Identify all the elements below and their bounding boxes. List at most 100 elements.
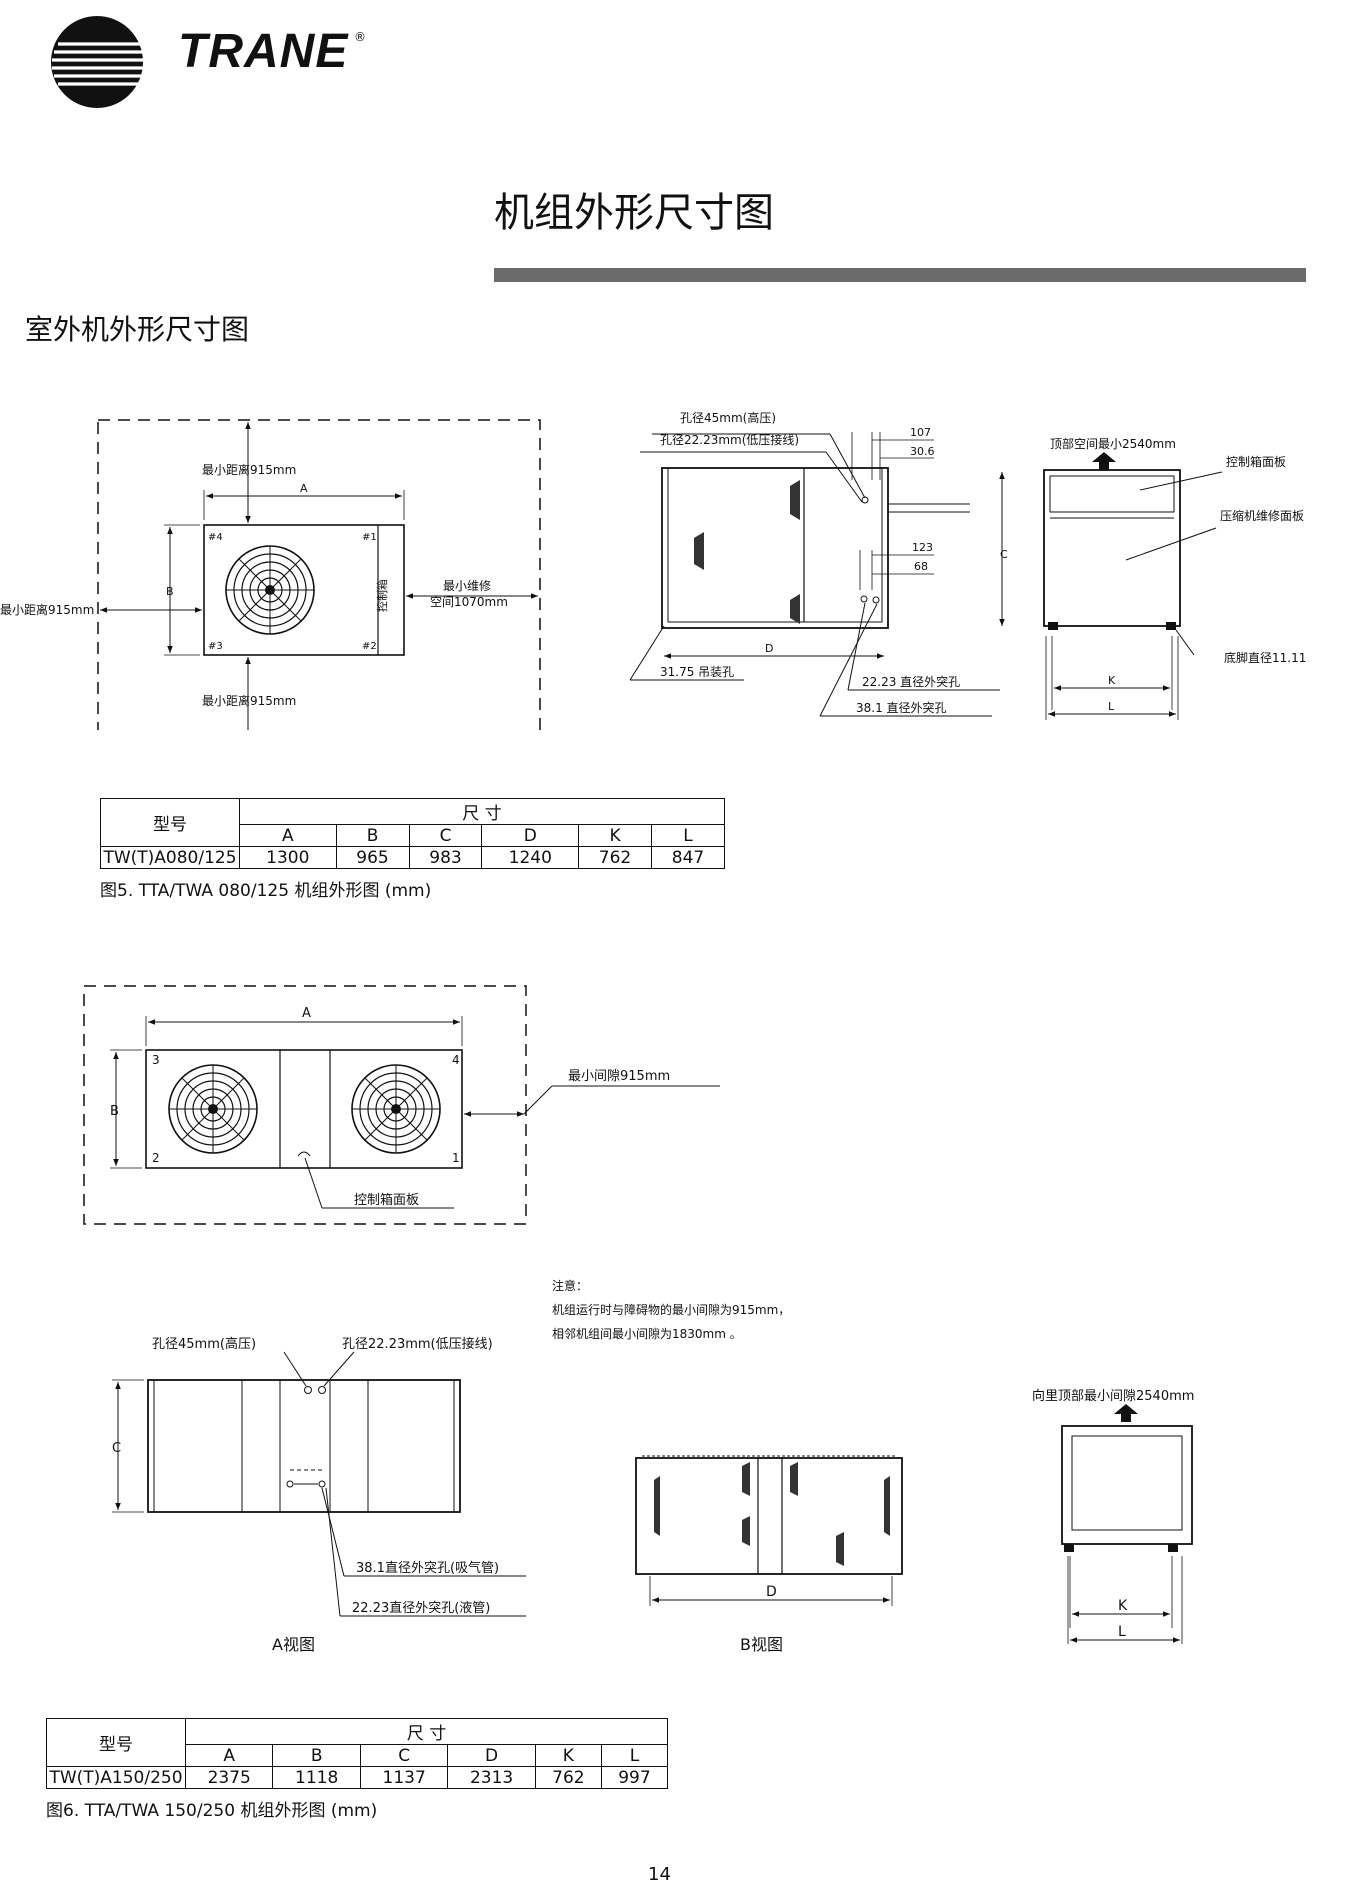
fig6-view-b-label: B视图 xyxy=(740,1635,783,1654)
fig5-caption: 图5. TTA/TWA 080/125 机组外形图 (mm) xyxy=(100,881,432,901)
fig6-dim-l: L xyxy=(1118,1624,1126,1640)
fig6-dims-header: 尺 寸 xyxy=(185,1718,668,1745)
fig5-side-view: C D 孔径45mm(高压) 孔径22.23mm(低压接线) 107 30.6 … xyxy=(629,410,1008,717)
fig6-top-clearance: 向里顶部最小间隙2540mm xyxy=(1032,1388,1194,1404)
fig6-col-c: C xyxy=(359,1744,449,1767)
fig5-model-header: 型号 xyxy=(100,798,240,847)
trane-logo-icon xyxy=(51,16,144,108)
table-cell: 762 xyxy=(534,1766,602,1789)
fig6-end-view: 向里顶部最小间隙2540mm K L xyxy=(1032,1388,1194,1644)
figure6-drawings: A B 3 4 2 1 最小间隙915mm 控制箱面板 注意： 机组运行时与障碍… xyxy=(83,985,1194,1654)
figure5-drawings: 最小距离915mm A B #4 #1 #3 #2 控制箱 最小维修 空间107… xyxy=(0,410,1306,730)
fig6-dim-k: K xyxy=(1118,1598,1128,1614)
fig5-dim-a: A xyxy=(300,482,308,495)
table-cell: 1300 xyxy=(239,846,337,869)
fig6-flange-381: 38.1直径外突孔(吸气管) xyxy=(356,1560,499,1576)
fig5-col-b: B xyxy=(335,824,410,847)
fig5-min-service-1: 最小维修 xyxy=(443,578,491,593)
fig6-col-a: A xyxy=(184,1744,274,1767)
table-cell: 847 xyxy=(651,846,725,869)
fig5-end-view: 顶部空间最小2540mm 控制箱面板 压缩机维修面板 底脚直径11.11 K L xyxy=(1043,436,1306,720)
fig5-min-dist-left: 最小距离915mm xyxy=(0,602,94,617)
fig6-corner-1: 1 xyxy=(452,1151,460,1165)
fig5-corner-1: #1 xyxy=(362,532,377,543)
fig5-control-panel: 控制箱面板 xyxy=(1226,454,1286,469)
fig5-corner-2: #2 xyxy=(362,641,377,652)
fig6-corner-4: 4 xyxy=(452,1053,460,1067)
table-cell: 2313 xyxy=(447,1766,536,1789)
fig6-control-panel: 控制箱面板 xyxy=(354,1192,419,1208)
fig5-col-a: A xyxy=(239,824,337,847)
fig6-model-header: 型号 xyxy=(46,1718,186,1767)
fig6-flange-2223: 22.23直径外突孔(液管) xyxy=(352,1600,490,1616)
fig5-min-service-2: 空间1070mm xyxy=(430,595,508,609)
fig5-dim-107: 107 xyxy=(910,426,931,439)
fig6-note: 注意： 机组运行时与障碍物的最小间隙为915mm， 相邻机组间最小间隙为1830… xyxy=(552,1278,790,1341)
fig6-spec-table: 型号 尺 寸 A B C D K L TW(T)A150/250 2375 11… xyxy=(46,1718,669,1789)
fig6-top-view: A B 3 4 2 1 最小间隙915mm 控制箱面板 xyxy=(83,985,720,1225)
table-cell: 2375 xyxy=(184,1766,274,1789)
fig6-view-a: 孔径45mm(高压) 孔径22.23mm(低压接线) C 38.1直径外突孔(吸… xyxy=(112,1336,526,1654)
fig5-dims-header: 尺 寸 xyxy=(239,798,725,825)
fig5-model-name: TW(T)A080/125 xyxy=(100,846,240,869)
fig5-lift-hole: 31.75 吊装孔 xyxy=(660,665,734,679)
title-rule xyxy=(494,268,1306,282)
fig5-dim-c: C xyxy=(1000,548,1008,561)
fig5-col-l: L xyxy=(651,824,725,847)
fig5-corner-4: #4 xyxy=(208,532,223,543)
fig5-col-d: D xyxy=(481,824,580,847)
fig6-col-l: L xyxy=(600,1744,669,1767)
fig5-hole-45: 孔径45mm(高压) xyxy=(680,410,776,425)
table-cell: 997 xyxy=(600,1766,669,1789)
table-cell: 1118 xyxy=(272,1766,361,1789)
fig5-compressor-panel: 压缩机维修面板 xyxy=(1220,508,1304,523)
fig6-col-k: K xyxy=(534,1744,602,1767)
fig5-col-c: C xyxy=(408,824,483,847)
fig5-top-clearance: 顶部空间最小2540mm xyxy=(1050,436,1176,451)
fig5-spec-table: 型号 尺 寸 A B C D K L TW(T)A080/125 1300 96… xyxy=(100,798,725,869)
fig5-foot-dia: 底脚直径11.11 xyxy=(1224,650,1306,665)
fig6-dim-c: C xyxy=(112,1441,121,1456)
fig6-col-b: B xyxy=(272,1744,361,1767)
fig6-model-name: TW(T)A150/250 xyxy=(46,1766,186,1789)
fig6-col-d: D xyxy=(447,1744,536,1767)
fig6-caption: 图6. TTA/TWA 150/250 机组外形图 (mm) xyxy=(46,1801,378,1821)
fig5-control-box: 控制箱 xyxy=(375,579,389,612)
fig5-dim-k: K xyxy=(1108,674,1116,687)
fig5-dim-d: D xyxy=(765,642,773,655)
registered-mark: ® xyxy=(354,30,366,44)
table-cell: 1240 xyxy=(481,846,580,869)
fig6-hole-45: 孔径45mm(高压) xyxy=(152,1336,256,1352)
fig5-dim-b: B xyxy=(166,585,174,598)
fig6-view-b: D B视图 xyxy=(635,1455,903,1654)
fig5-top-view: 最小距离915mm A B #4 #1 #3 #2 控制箱 最小维修 空间107… xyxy=(0,419,541,730)
fig6-dim-a: A xyxy=(302,1006,311,1021)
fig6-corner-2: 2 xyxy=(152,1151,160,1165)
fig5-dim-68: 68 xyxy=(914,560,928,573)
table-cell: 1137 xyxy=(359,1766,449,1789)
fig6-hole-2223: 孔径22.23mm(低压接线) xyxy=(342,1336,493,1352)
fig5-min-dist-bottom: 最小距离915mm xyxy=(202,693,296,708)
fig5-min-dist-top: 最小距离915mm xyxy=(202,462,296,477)
page-title: 机组外形尺寸图 xyxy=(494,190,774,236)
fig5-dim-l: L xyxy=(1108,700,1115,713)
fig6-dim-d: D xyxy=(766,1584,777,1600)
fig5-hole-2223: 孔径22.23mm(低压接线) xyxy=(660,432,799,447)
fig6-min-gap: 最小间隙915mm xyxy=(568,1069,670,1084)
fig5-flange-381: 38.1 直径外突孔 xyxy=(856,700,947,715)
table-cell: 762 xyxy=(578,846,652,869)
fig6-note-line1: 机组运行时与障碍物的最小间隙为915mm， xyxy=(552,1302,790,1317)
fig5-dim-306: 30.6 xyxy=(910,445,935,458)
table-cell: 983 xyxy=(408,846,483,869)
fig5-dim-123: 123 xyxy=(912,541,933,554)
fig5-col-k: K xyxy=(578,824,652,847)
fig6-note-line2: 相邻机组间最小间隙为1830mm 。 xyxy=(552,1327,742,1341)
table-cell: 965 xyxy=(335,846,410,869)
fig6-note-title: 注意： xyxy=(552,1278,588,1293)
page-number: 14 xyxy=(648,1864,671,1885)
fig6-corner-3: 3 xyxy=(152,1053,160,1067)
fig6-view-a-label: A视图 xyxy=(272,1635,315,1654)
fig6-dim-b: B xyxy=(110,1104,119,1119)
fig5-flange-2223: 22.23 直径外突孔 xyxy=(862,674,960,689)
brand-name: TRANE xyxy=(178,25,349,78)
